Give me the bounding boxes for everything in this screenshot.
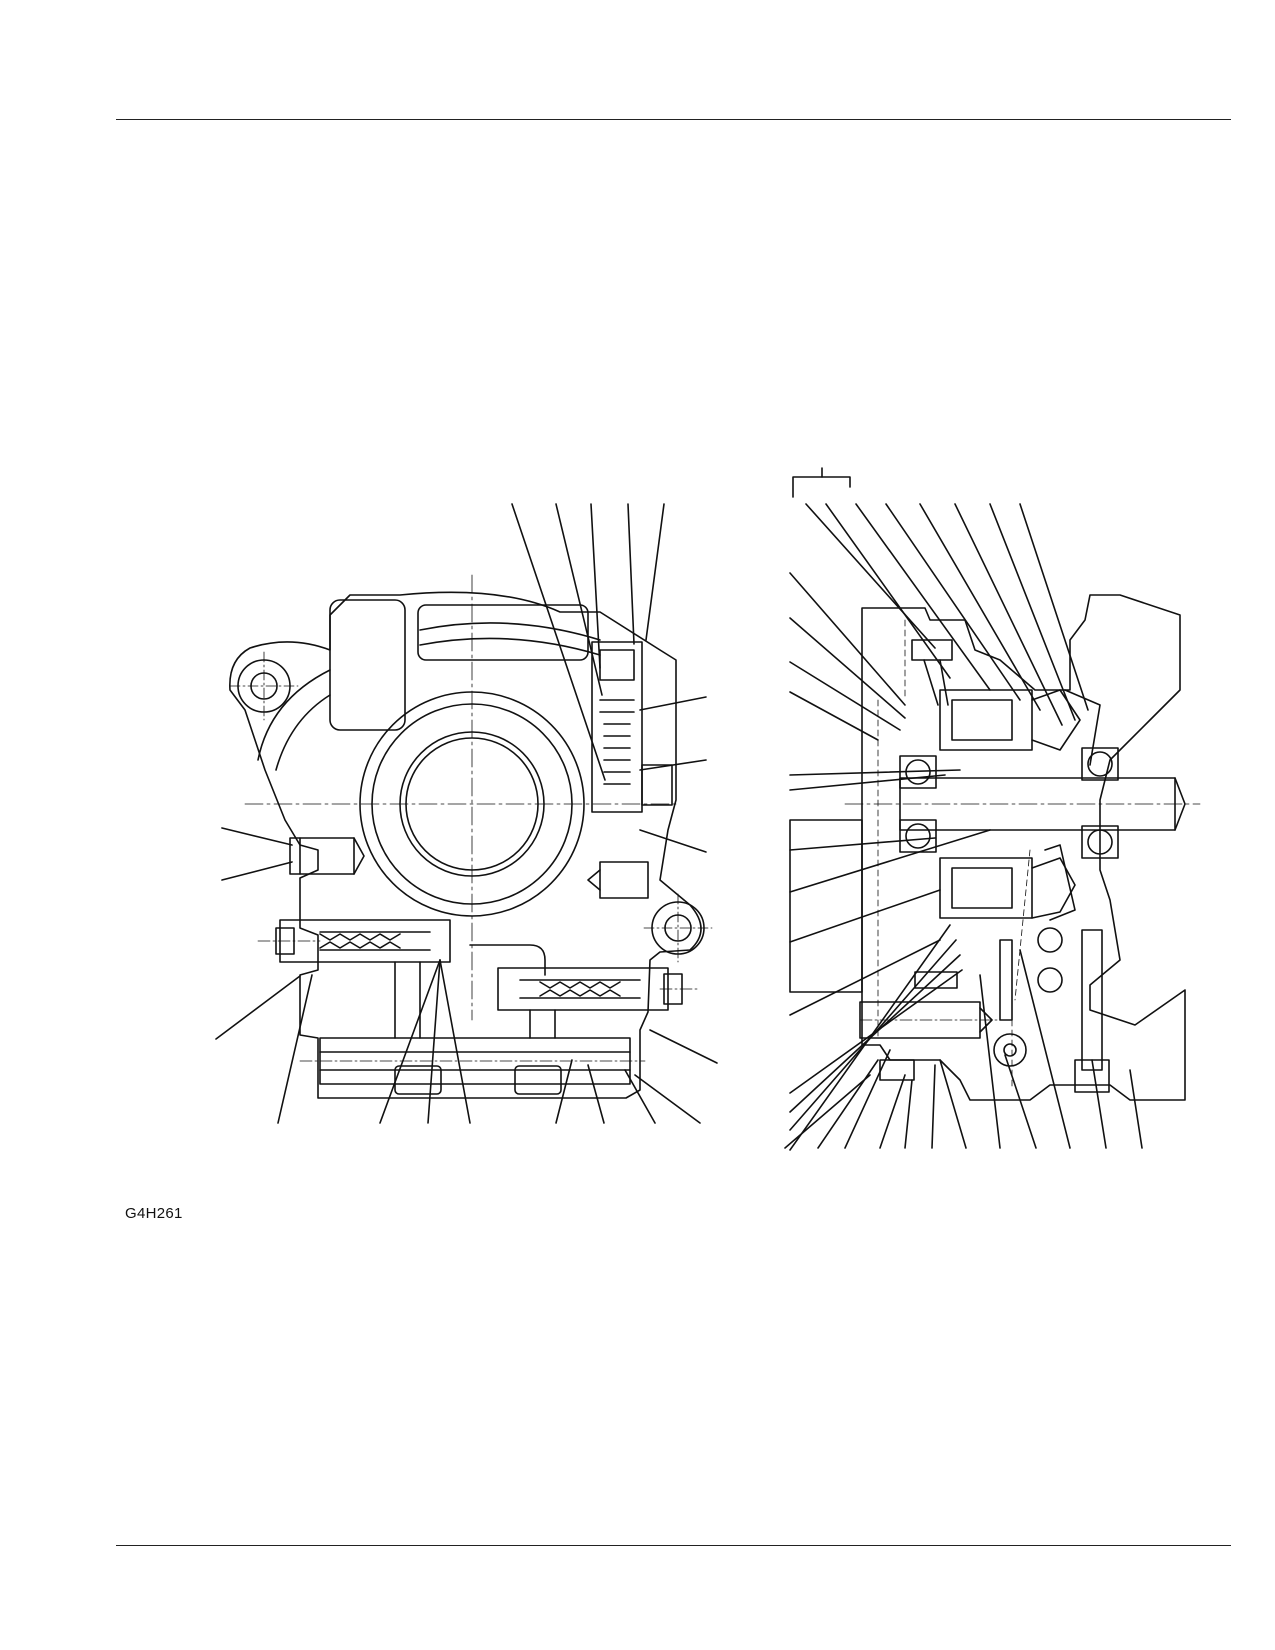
side-housing-outline bbox=[861, 594, 1186, 1101]
mount-hole-left-outer bbox=[237, 659, 291, 713]
front-section-view bbox=[215, 503, 718, 1124]
drain-plug bbox=[289, 837, 355, 875]
header-rule bbox=[116, 119, 1231, 120]
side-section-view bbox=[784, 467, 1201, 1151]
housing-outline bbox=[229, 591, 702, 1099]
relief-valve-right bbox=[497, 967, 669, 1011]
footer-rule bbox=[116, 1545, 1231, 1546]
swash-plate bbox=[1064, 689, 1101, 766]
rear-bearing-top bbox=[1087, 751, 1113, 777]
end-cover bbox=[789, 819, 863, 993]
mount-hole-right-outer bbox=[651, 901, 705, 955]
cylinder-block-bottom bbox=[939, 857, 1033, 919]
cylinder-block-top bbox=[939, 689, 1033, 751]
front-bearing-bottom bbox=[905, 823, 931, 849]
rear-bearing-bottom bbox=[1087, 829, 1113, 855]
pivot-pin bbox=[993, 1033, 1027, 1067]
control-valve-body bbox=[591, 641, 643, 813]
figure-id-label: G4H261 bbox=[125, 1205, 183, 1222]
